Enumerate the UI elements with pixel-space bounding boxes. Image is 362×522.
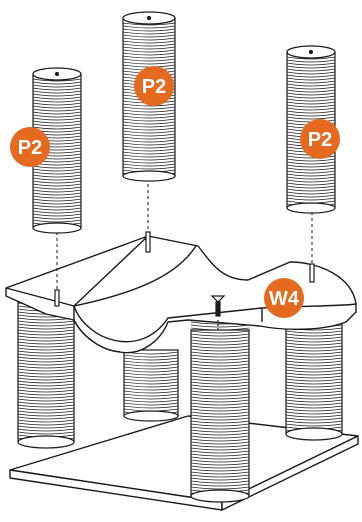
post-front-center <box>190 321 250 503</box>
screw-icon <box>210 295 226 332</box>
dashed-guides <box>56 178 313 296</box>
badge-p2-center-label: P2 <box>142 76 166 98</box>
badge-w4-label: W4 <box>269 288 300 310</box>
badge-p2-center: P2 <box>134 66 174 106</box>
base-board <box>9 415 359 511</box>
post-front-left <box>17 299 75 449</box>
badge-w4: W4 <box>264 278 304 318</box>
badge-p2-left-label: P2 <box>18 137 42 159</box>
rear-post-center <box>123 349 179 422</box>
badge-p2-left: P2 <box>10 127 50 167</box>
post-right <box>285 315 343 441</box>
curved-platform <box>5 235 357 354</box>
badge-p2-right: P2 <box>300 119 340 159</box>
post-p2-right <box>286 45 336 214</box>
dowels <box>54 231 315 307</box>
badge-p2-right-label: P2 <box>308 129 332 151</box>
